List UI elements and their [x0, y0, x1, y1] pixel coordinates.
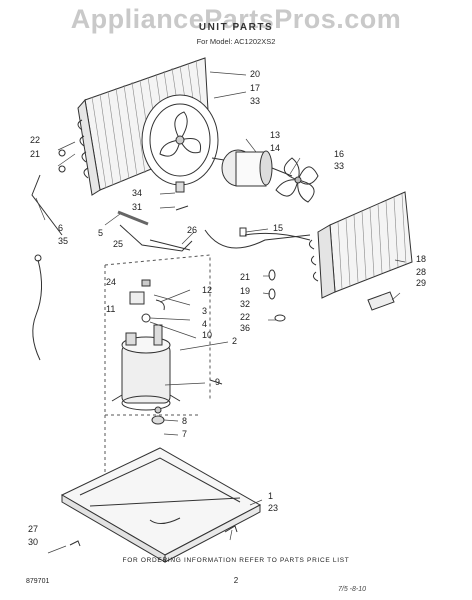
evaporator-coil — [308, 191, 413, 299]
callout-16: 16 — [334, 149, 345, 159]
callout-31: 31 — [132, 202, 143, 212]
callout-9: 9 — [215, 377, 221, 387]
callout-1: 1 — [268, 491, 274, 501]
callout-22b: 22 — [240, 312, 251, 322]
small-hardware — [58, 149, 395, 425]
model-label: For Model: AC1202XS2 — [196, 37, 276, 46]
callout-33b: 33 — [334, 161, 345, 171]
callout-10: 10 — [202, 330, 213, 340]
callout-27: 27 — [28, 524, 39, 534]
callout-8: 8 — [182, 416, 188, 426]
callout-6: 6 — [58, 223, 64, 233]
callout-33: 33 — [250, 96, 261, 106]
callout-14: 14 — [270, 143, 281, 153]
callout-19: 19 — [240, 286, 251, 296]
callout-12: 12 — [202, 285, 213, 295]
callout-3: 3 — [202, 306, 208, 316]
watermark: AppliancePartsPros.com — [70, 4, 402, 34]
refrigerant-tubing — [31, 174, 311, 252]
revision-date: 7/5 -8-10 — [338, 586, 367, 593]
leader-lines — [35, 71, 406, 554]
callout-22: 22 — [30, 135, 41, 145]
callout-2: 2 — [232, 336, 238, 346]
callout-26: 26 — [187, 225, 198, 235]
callout-35: 35 — [58, 236, 69, 246]
callout-29: 29 — [416, 278, 427, 288]
callout-30: 30 — [28, 537, 39, 547]
diagram-title: UNIT PARTS — [198, 22, 274, 33]
callout-13: 13 — [270, 130, 281, 140]
callout-24: 24 — [106, 277, 117, 287]
ordering-notice: FOR ORDERING INFORMATION REFER TO PARTS … — [122, 557, 350, 564]
callout-23: 23 — [268, 503, 279, 513]
callout-21b: 21 — [240, 272, 251, 282]
callout-36: 36 — [240, 323, 251, 333]
callout-15: 15 — [273, 223, 284, 233]
part-number: 879701 — [26, 578, 50, 585]
callout-5: 5 — [98, 228, 104, 238]
base-pan — [60, 447, 262, 563]
condenser-fan — [141, 94, 219, 186]
blower-wheel — [275, 157, 319, 203]
callout-32: 32 — [240, 299, 251, 309]
callout-17: 17 — [250, 83, 261, 93]
callout-4: 4 — [202, 319, 208, 329]
callout-34: 34 — [132, 188, 143, 198]
fan-motor — [211, 149, 293, 187]
callout-21: 21 — [30, 149, 41, 159]
compressor-assembly-box — [104, 254, 211, 500]
callout-25: 25 — [113, 239, 124, 249]
callout-11: 11 — [106, 304, 116, 314]
callout-28: 28 — [416, 267, 427, 277]
callout-20: 20 — [250, 69, 261, 79]
page-number: 2 — [233, 576, 239, 585]
power-cord — [32, 254, 42, 361]
compressor — [111, 324, 181, 411]
callout-7: 7 — [182, 429, 188, 439]
callout-18: 18 — [416, 254, 427, 264]
